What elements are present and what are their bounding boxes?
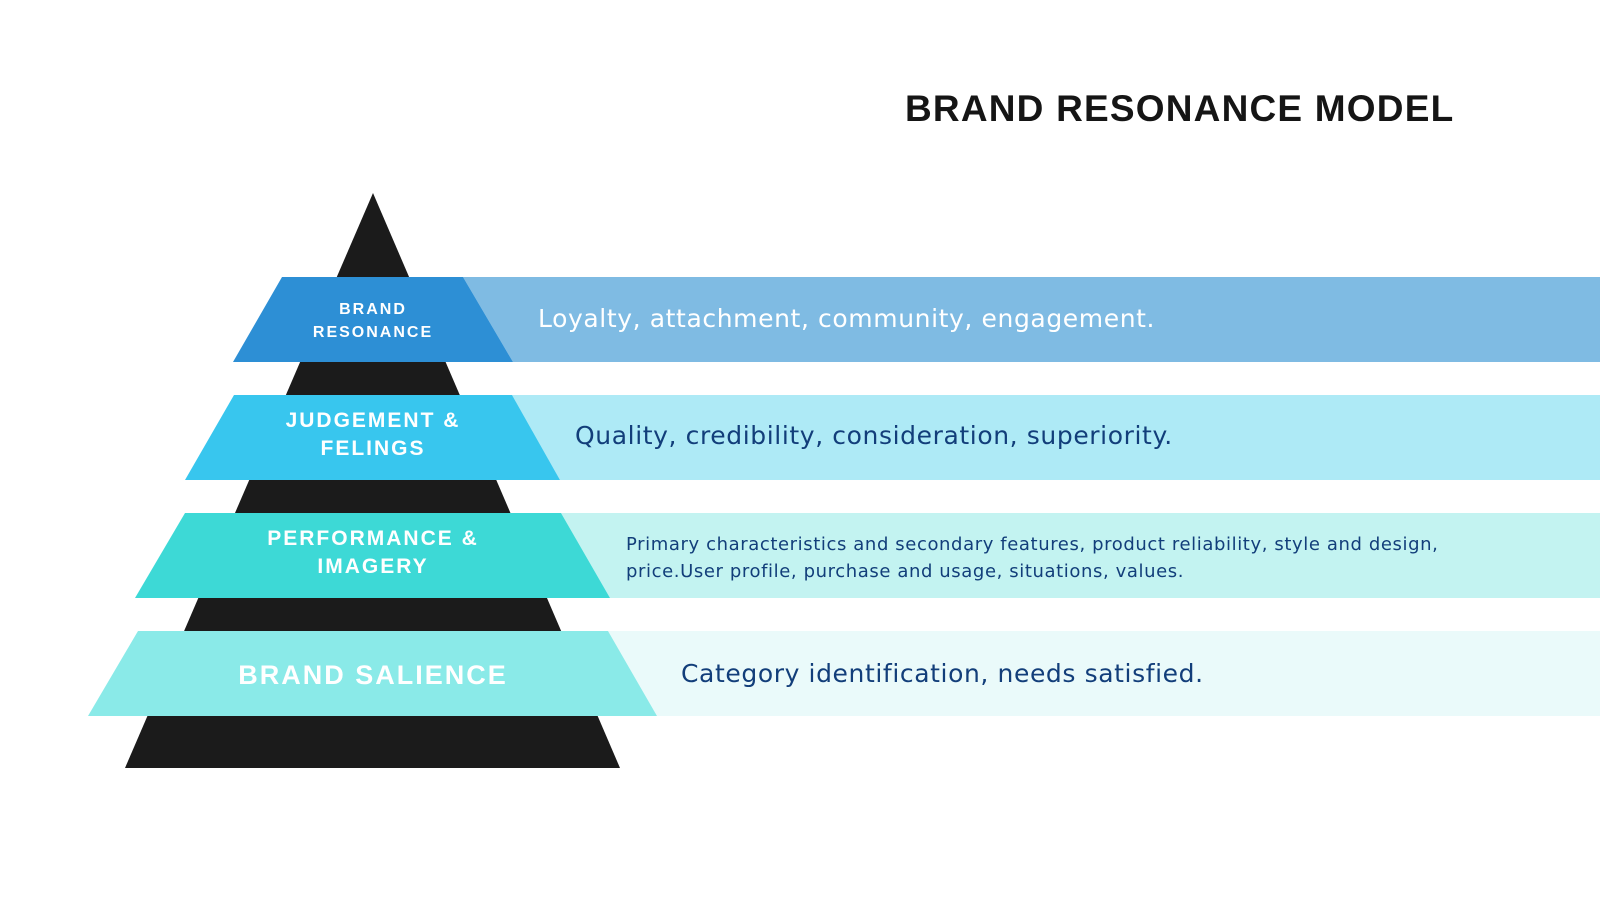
level-trapezoid <box>185 395 560 480</box>
description-band <box>512 395 1600 480</box>
level-description-line: Primary characteristics and secondary fe… <box>626 534 1439 555</box>
level-description-line: Quality, credibility, consideration, sup… <box>575 421 1173 450</box>
level-label-line: RESONANCE <box>312 324 434 342</box>
level-trapezoid <box>233 277 513 362</box>
description-band <box>463 277 1600 362</box>
level-label-line: BRAND <box>339 301 407 318</box>
page-title: BRAND RESONANCE MODEL <box>905 88 1455 129</box>
level-description-line: Loyalty, attachment, community, engageme… <box>538 304 1156 333</box>
level-description-line: price.User profile, purchase and usage, … <box>626 561 1185 582</box>
level-trapezoid <box>88 631 657 716</box>
level-label-line: BRAND SALIENCE <box>238 660 508 690</box>
level-description: Quality, credibility, consideration, sup… <box>575 421 1173 451</box>
level-label: JUDGEMENT & FELINGS <box>286 407 461 464</box>
level-description-line: Category identification, needs satisfied… <box>681 659 1204 688</box>
level-label: BRAND SALIENCE <box>238 657 508 693</box>
level-description: Primary characteristics and secondary fe… <box>626 531 1438 585</box>
level-description: Category identification, needs satisfied… <box>681 659 1204 689</box>
description-band <box>608 631 1600 716</box>
level-description: Loyalty, attachment, community, engageme… <box>538 304 1155 334</box>
level-label-line: JUDGEMENT & <box>285 409 461 432</box>
level-label-line: FELINGS <box>320 437 426 461</box>
level-label-line: IMAGERY <box>317 555 429 579</box>
level-label: PERFORMANCE & IMAGERY <box>267 525 479 582</box>
level-label: BRAND RESONANCE <box>313 298 433 344</box>
level-label-line: PERFORMANCE & <box>267 527 479 550</box>
description-band <box>561 513 1600 598</box>
pyramid-background <box>125 193 620 768</box>
level-trapezoid <box>135 513 610 598</box>
